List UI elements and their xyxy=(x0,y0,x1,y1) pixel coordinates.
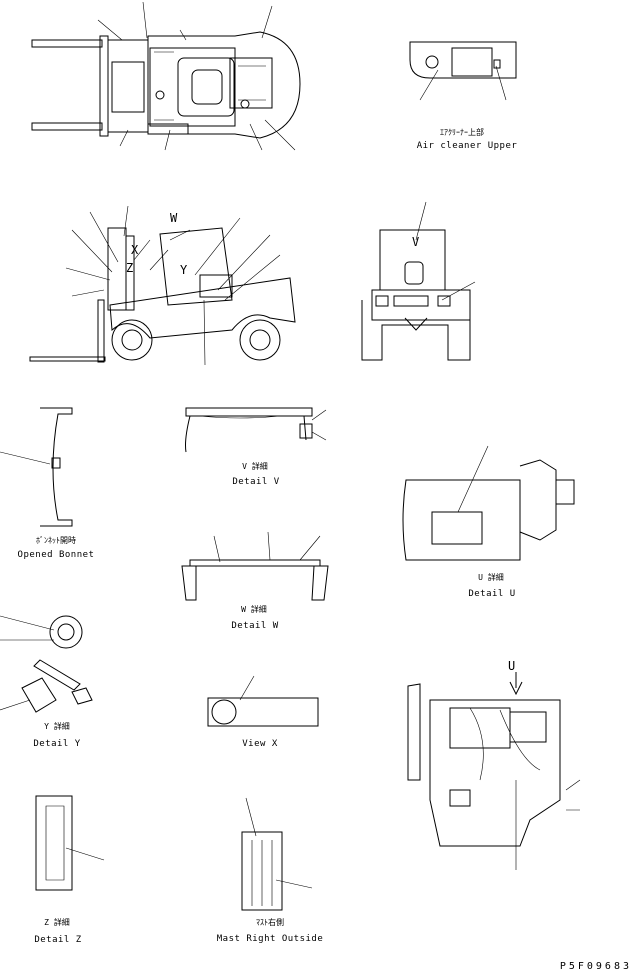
forklift-top-view xyxy=(31,1,301,151)
detail-z-view xyxy=(35,795,105,891)
air-cleaner-caption: Air cleaner Upper xyxy=(416,141,518,151)
engine-assembly xyxy=(407,672,581,870)
forklift-rear-view xyxy=(361,201,476,361)
view-letter-x: X xyxy=(131,243,139,257)
view-letter-v: V xyxy=(412,235,419,249)
detail-w-caption: Detail W xyxy=(231,621,279,631)
mast-right-jp-caption: ﾏｽﾄ右側 xyxy=(256,918,284,927)
detail-w-jp-caption: W 詳細 xyxy=(241,605,267,614)
detail-v-view xyxy=(185,407,327,453)
view-letter-y: Y xyxy=(180,263,188,277)
opened-bonnet-view xyxy=(0,407,73,527)
detail-y-jp-caption: Y 詳細 xyxy=(44,722,70,731)
view-x-caption: View X xyxy=(242,739,278,749)
opened-bonnet-caption: Opened Bonnet xyxy=(17,550,95,560)
detail-u-jp-caption: U 詳細 xyxy=(478,573,504,582)
air-cleaner-upper xyxy=(409,41,517,101)
mast-right-caption: Mast Right Outside xyxy=(216,934,324,944)
view-x xyxy=(207,675,319,727)
detail-w-view xyxy=(181,531,329,601)
view-letter-w: W xyxy=(170,211,178,225)
detail-z-jp-caption: Z 詳細 xyxy=(44,918,70,927)
detail-v-jp-caption: V 詳細 xyxy=(242,462,268,471)
detail-u-caption: Detail U xyxy=(468,589,516,599)
detail-y-caption: Detail Y xyxy=(33,739,81,749)
air-cleaner-jp-caption: ｴｱｸﾘｰﾅｰ上部 xyxy=(440,128,484,137)
detail-u-view xyxy=(402,445,575,561)
view-letter-z: Z xyxy=(126,261,133,275)
drawing-code: P5F09683 xyxy=(559,961,632,972)
detail-v-caption: Detail V xyxy=(232,477,280,487)
view-letter-u: U xyxy=(508,659,515,673)
mast-right-view xyxy=(241,797,313,911)
detail-z-caption: Detail Z xyxy=(34,935,82,945)
forklift-side-view xyxy=(29,205,296,366)
opened-bonnet-jp-caption: ﾎﾞﾝﾈｯﾄ開時 xyxy=(36,536,76,545)
detail-y-view xyxy=(0,615,93,713)
